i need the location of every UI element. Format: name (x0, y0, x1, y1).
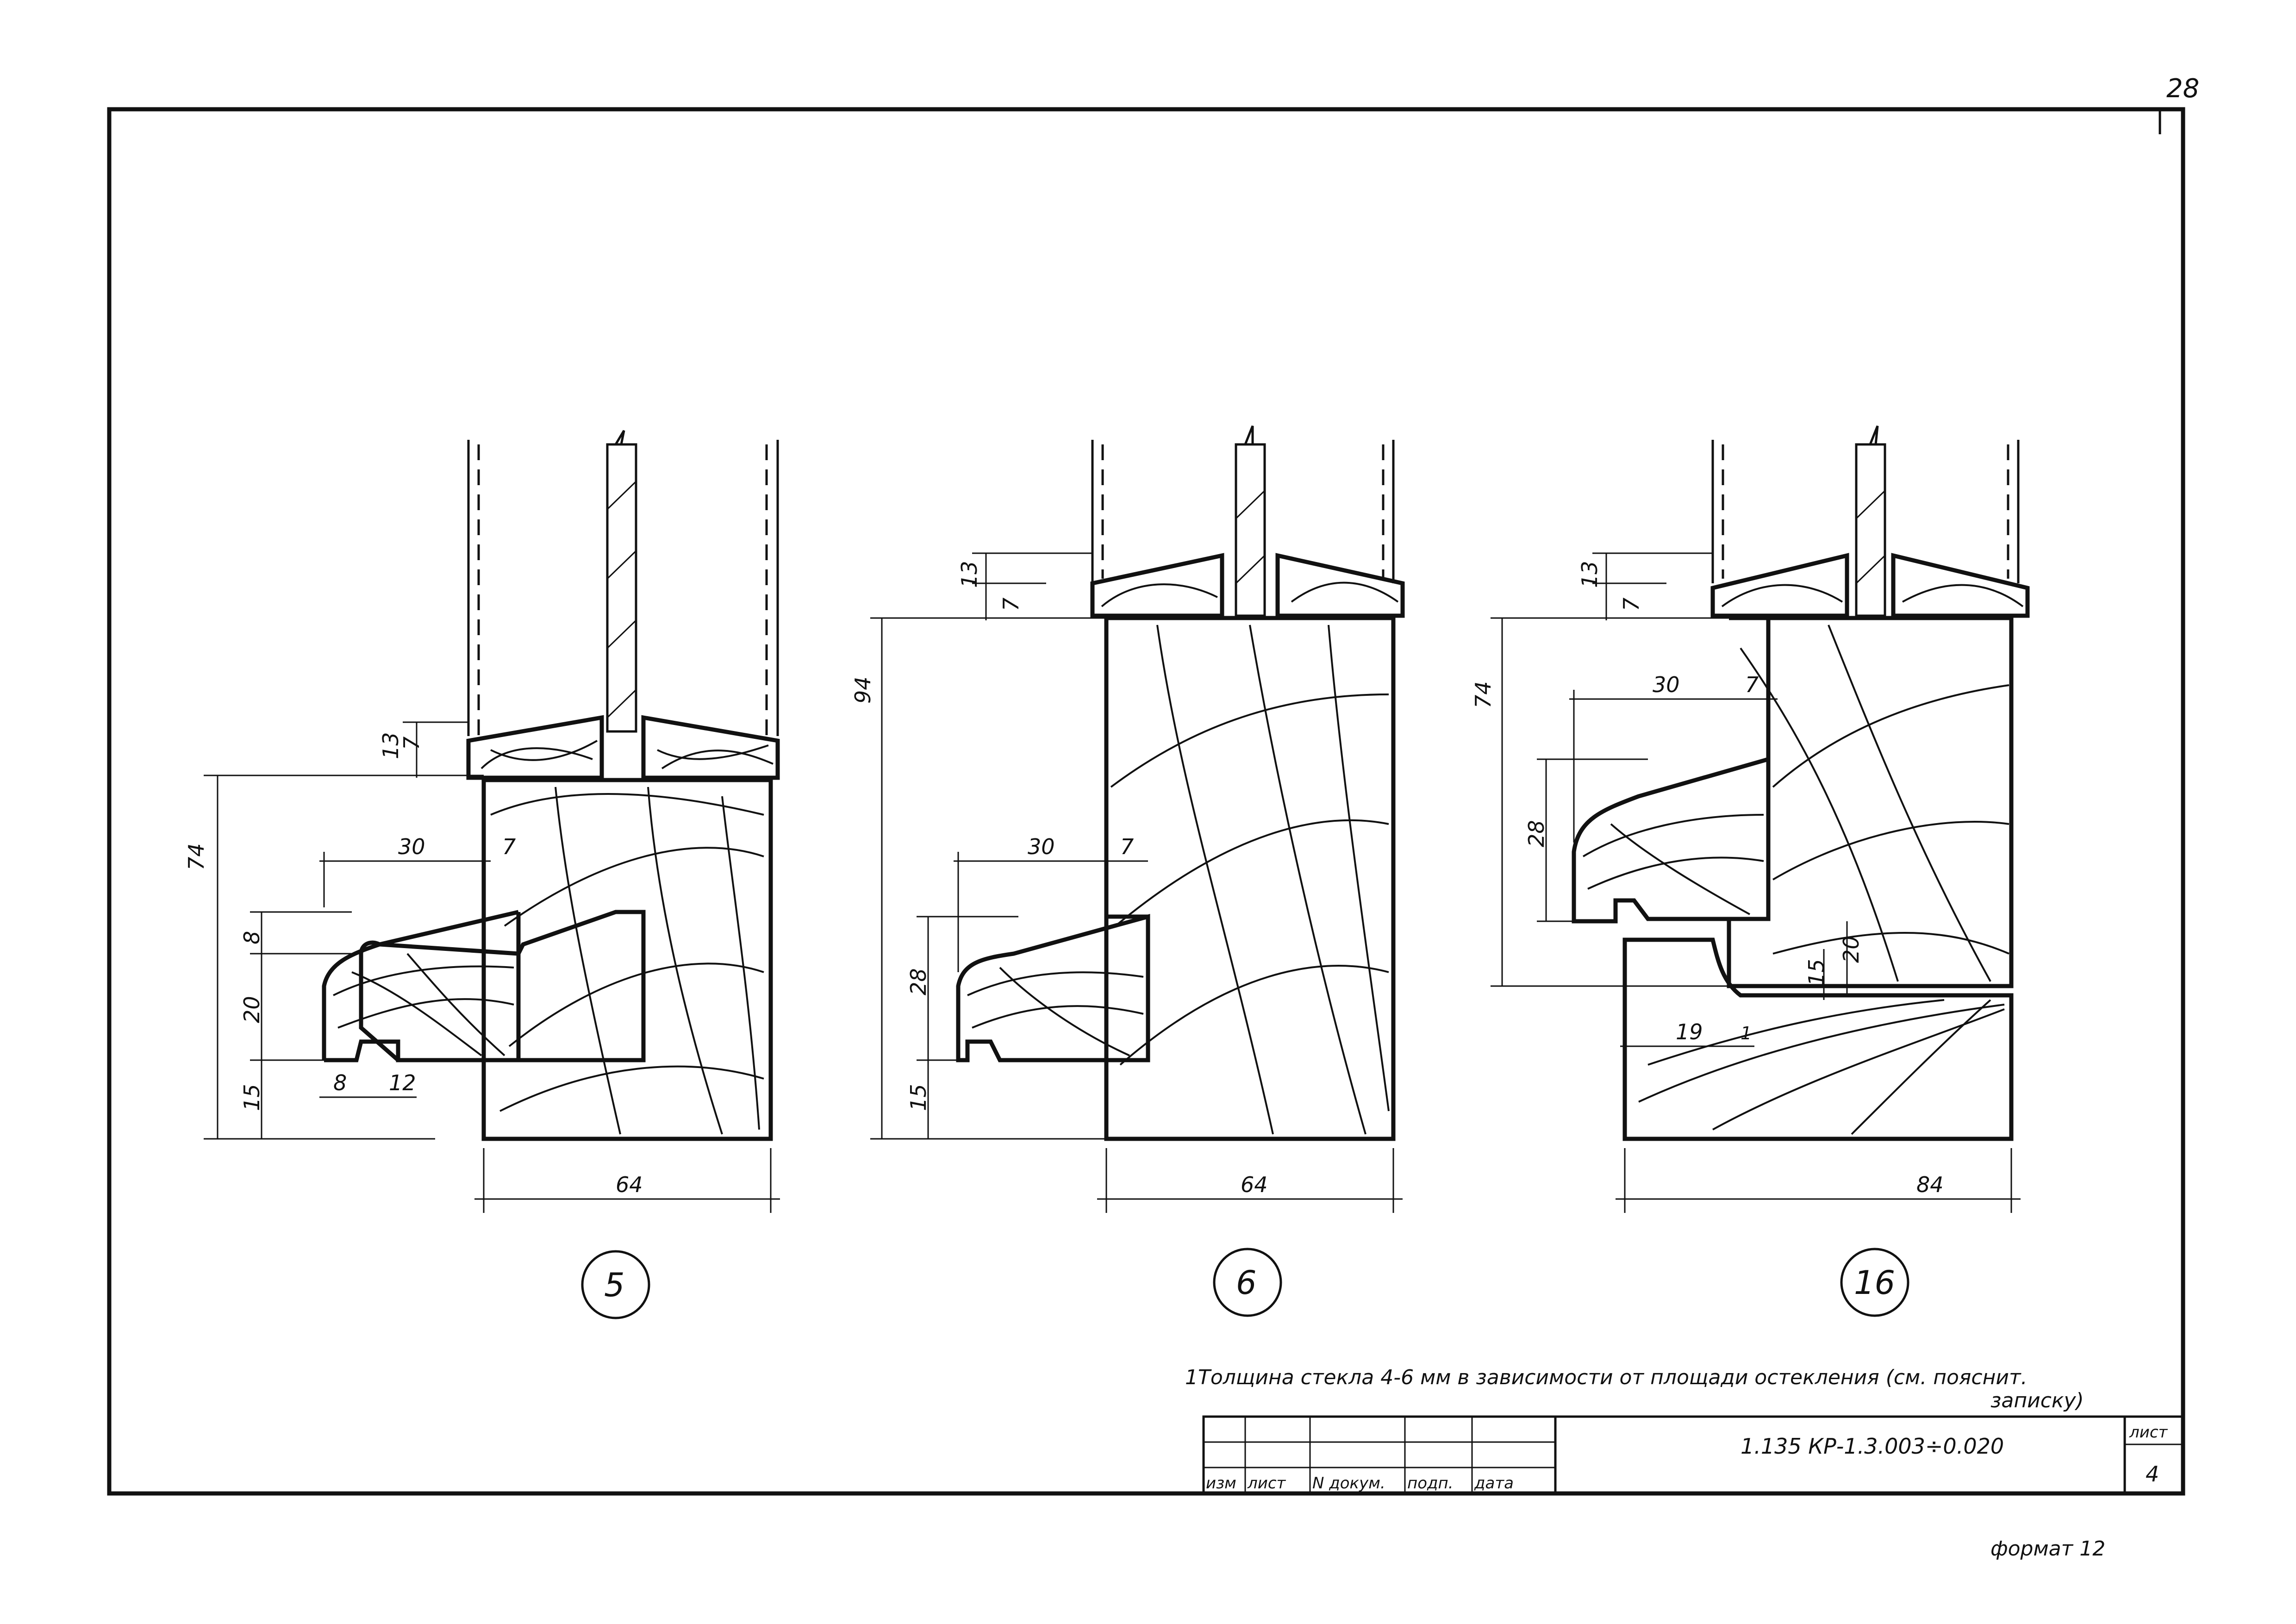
sheet-number: 4 (2146, 1462, 2159, 1487)
svg-text:7: 7 (399, 737, 424, 750)
svg-text:5: 5 (604, 1266, 625, 1304)
svg-text:13: 13 (378, 732, 403, 759)
glass-pane (1235, 443, 1266, 617)
svg-text:84: 84 (1916, 1172, 1944, 1197)
ledge-profile (956, 914, 1150, 1062)
frame-block (481, 778, 773, 1141)
svg-text:15: 15 (1804, 959, 1829, 986)
dimensions-6: 94 13 7 28 15 30 7 64 (850, 552, 1403, 1213)
sash-rail-left (466, 715, 604, 780)
col-izm: изм (1206, 1474, 1236, 1493)
document-code: 1.135 КР-1.3.003÷0.020 (1741, 1434, 2004, 1459)
svg-text:8: 8 (333, 1070, 347, 1095)
sash-rail-left (1090, 553, 1224, 618)
svg-text:7: 7 (1745, 672, 1759, 697)
svg-text:12: 12 (389, 1070, 416, 1095)
svg-text:64: 64 (1241, 1172, 1268, 1197)
svg-text:20: 20 (1839, 936, 1864, 963)
sash-rail-right (1275, 553, 1405, 618)
drawing-frame (107, 107, 2185, 1496)
svg-text:13: 13 (957, 561, 982, 588)
svg-text:7: 7 (1120, 834, 1134, 859)
break-mark (1869, 425, 1879, 445)
svg-text:28: 28 (906, 968, 931, 995)
ledge-profile (1572, 756, 1771, 924)
svg-text:8: 8 (239, 931, 264, 944)
sash-rail-right (1891, 553, 2030, 618)
sill-block (1622, 937, 2014, 1141)
svg-text:20: 20 (239, 996, 264, 1023)
svg-text:7: 7 (998, 598, 1023, 611)
svg-text:28: 28 (1524, 820, 1549, 847)
ledge-profile (324, 912, 521, 1062)
sash-rail-right (641, 715, 780, 780)
svg-text:30: 30 (1653, 672, 1680, 697)
glass-pane (606, 443, 637, 733)
frame-block (1727, 616, 2014, 988)
svg-text:6: 6 (1236, 1264, 1257, 1302)
svg-text:30: 30 (398, 834, 425, 859)
col-list: лист (1247, 1474, 1286, 1493)
col-podp: подп. (1407, 1474, 1454, 1493)
col-data: дата (1474, 1474, 1514, 1493)
detail-marker-5 (581, 1250, 650, 1319)
glass-pane (1855, 443, 1886, 617)
corner-sheet-number: 28 (2166, 74, 2199, 104)
glass-note-line2: записку) (1990, 1389, 2084, 1412)
svg-text:7: 7 (502, 834, 516, 859)
svg-text:15: 15 (239, 1084, 264, 1111)
svg-text:94: 94 (850, 676, 875, 704)
break-mark (1244, 425, 1254, 445)
svg-text:74: 74 (1471, 681, 1496, 708)
detail-marker-6 (1213, 1248, 1282, 1317)
detail-6: 94 13 7 28 15 30 7 64 6 (850, 425, 1405, 1317)
svg-text:74: 74 (184, 843, 209, 870)
title-block: изм лист N докум. подп. дата 1.135 КР-1.… (1202, 1415, 2184, 1495)
detail-marker-16 (1840, 1248, 1909, 1317)
sash-rail-left (1710, 553, 1849, 618)
break-mark (614, 430, 625, 445)
svg-text:15: 15 (906, 1084, 931, 1111)
svg-text:19: 19 (1676, 1019, 1703, 1044)
dimensions-5: 74 13 7 8 20 15 30 7 8 12 64 (184, 721, 780, 1213)
sheet-label: лист (2129, 1423, 2168, 1442)
detail-16: 74 13 7 28 30 7 20 15 19 1 84 (1471, 425, 2030, 1317)
glass-note-line1: 1Толщина стекла 4-6 мм в зависимости от … (1185, 1366, 2028, 1389)
svg-text:1: 1 (1741, 1023, 1752, 1043)
svg-text:64: 64 (616, 1172, 643, 1197)
svg-text:16: 16 (1854, 1264, 1895, 1302)
format-label: формат 12 (1990, 1537, 2105, 1561)
svg-text:7: 7 (1619, 598, 1644, 611)
detail-5: 74 13 7 8 20 15 30 7 8 12 64 5 (184, 430, 780, 1319)
svg-text:30: 30 (1028, 834, 1055, 859)
svg-text:13: 13 (1577, 561, 1602, 588)
col-ndokum: N докум. (1312, 1474, 1385, 1493)
dimensions-16: 74 13 7 28 30 7 20 15 19 1 84 (1471, 552, 2021, 1213)
